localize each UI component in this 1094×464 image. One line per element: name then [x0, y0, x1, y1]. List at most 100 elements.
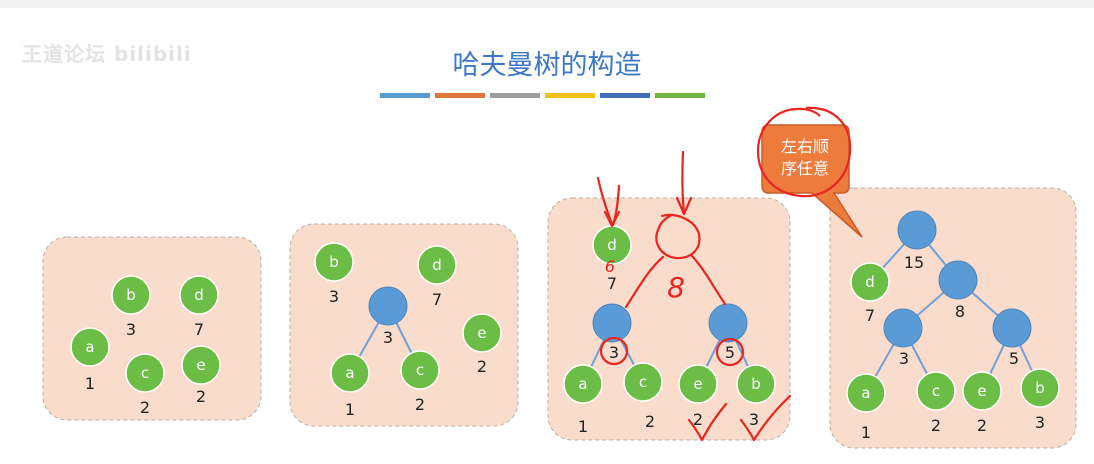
accent-bar — [600, 93, 650, 98]
top-bar — [0, 0, 1094, 8]
leaf-node-e: e 2 — [462, 313, 502, 376]
callout-text-line-1: 左右顺 — [781, 137, 829, 156]
svg-text:2: 2 — [931, 416, 941, 435]
svg-text:7: 7 — [865, 306, 875, 325]
svg-text:c: c — [932, 382, 940, 400]
svg-text:7: 7 — [432, 290, 442, 309]
callout-text-line-2: 序任意 — [781, 159, 829, 178]
leaf-node-e: e 2 — [962, 371, 1002, 435]
leaf-node-b: b 3 — [1020, 368, 1060, 432]
svg-text:3: 3 — [1035, 413, 1045, 432]
svg-text:3: 3 — [749, 410, 759, 429]
svg-text:5: 5 — [1009, 349, 1019, 368]
circle-mark — [756, 106, 852, 198]
svg-text:5: 5 — [725, 343, 735, 362]
new-edge-right — [690, 254, 727, 306]
arrow-stroke — [681, 150, 686, 215]
svg-text:3: 3 — [126, 320, 136, 339]
svg-text:b: b — [126, 286, 136, 304]
svg-text:d: d — [607, 236, 617, 254]
root-node: 15 — [897, 210, 937, 272]
svg-text:e: e — [693, 375, 702, 393]
svg-text:a: a — [861, 384, 870, 402]
svg-text:d: d — [865, 273, 875, 291]
svg-text:8: 8 — [955, 302, 965, 321]
new-edge-left — [624, 255, 665, 309]
svg-text:c: c — [639, 373, 647, 391]
svg-text:a: a — [85, 338, 94, 356]
arrow-head — [603, 210, 621, 228]
watermark: 王道论坛 bilibili — [22, 42, 192, 66]
leaf-node-b: b 3 — [111, 275, 151, 339]
internal-node-right: 5 — [708, 303, 748, 362]
svg-text:e: e — [196, 356, 205, 374]
svg-text:7: 7 — [607, 274, 617, 293]
accent-bar — [490, 93, 540, 98]
svg-text:2: 2 — [140, 398, 150, 417]
new-node-circle — [655, 213, 701, 260]
accent-bar — [435, 93, 485, 98]
circle-mark — [715, 337, 745, 367]
panel-2: b 3 d 7 e 2 3 a 1 c 2 — [289, 223, 519, 427]
svg-text:7: 7 — [194, 320, 204, 339]
svg-text:3: 3 — [899, 349, 909, 368]
svg-text:b: b — [329, 253, 339, 271]
leaf-node-e: e 2 — [181, 345, 221, 406]
slide-title: 哈夫曼树的构造 — [452, 50, 642, 81]
leaf-node-d: d 7 — [417, 245, 457, 309]
leaf-node-b: b 3 — [314, 242, 354, 306]
svg-text:3: 3 — [609, 343, 619, 362]
handwritten-weight: 6 — [605, 257, 615, 276]
accent-bar — [380, 93, 430, 98]
handwriting-annotations — [596, 150, 792, 442]
svg-text:3: 3 — [383, 328, 393, 347]
svg-text:d: d — [432, 256, 442, 274]
leaf-node-b: b 3 — [736, 364, 776, 429]
svg-text:2: 2 — [415, 395, 425, 414]
check-mark — [739, 394, 792, 442]
svg-text:2: 2 — [196, 387, 206, 406]
svg-text:1: 1 — [861, 423, 871, 442]
leaf-node-a: a 1 — [846, 373, 886, 442]
svg-text:b: b — [1035, 379, 1045, 397]
svg-text:d: d — [194, 286, 204, 304]
panel-4-box — [829, 187, 1077, 449]
callout-order-arbitrary: 左右顺 序任意 — [756, 106, 863, 238]
leaf-node-c: c 2 — [125, 353, 165, 417]
svg-text:e: e — [477, 324, 486, 342]
panel-1: b 3 d 7 a 1 c 2 e 2 — [42, 236, 262, 421]
leaf-node-d: d 7 — [592, 225, 632, 293]
leaf-node-c: c 2 — [916, 371, 956, 435]
leaf-node-e: e 2 — [678, 364, 718, 429]
svg-text:2: 2 — [977, 416, 987, 435]
accent-bars — [380, 93, 705, 98]
svg-text:3: 3 — [329, 287, 339, 306]
internal-node-3: 3 — [883, 308, 923, 368]
svg-text:e: e — [977, 382, 986, 400]
leaf-node-a: a 1 — [563, 364, 603, 436]
leaf-node-c: c 2 — [400, 350, 440, 414]
accent-bar — [655, 93, 705, 98]
arrow-head — [675, 196, 693, 216]
leaf-node-a: a 1 — [330, 353, 370, 419]
leaf-node-d: d 7 — [850, 262, 890, 325]
internal-node-5: 5 — [992, 308, 1032, 368]
check-mark — [687, 402, 728, 442]
leaf-node-d: d 7 — [179, 275, 219, 339]
circle-mark — [599, 336, 629, 366]
svg-text:1: 1 — [345, 400, 355, 419]
svg-text:2: 2 — [645, 412, 655, 431]
leaf-node-a: a 1 — [70, 327, 110, 393]
internal-node: 3 — [368, 286, 408, 347]
arrow-stroke — [596, 176, 614, 226]
svg-text:c: c — [141, 364, 149, 382]
svg-text:b: b — [751, 375, 761, 393]
svg-text:c: c — [416, 361, 424, 379]
svg-text:15: 15 — [904, 253, 924, 272]
accent-bar — [545, 93, 595, 98]
panel-4: 15 8 d 7 3 5 a 1 c 2 — [829, 187, 1077, 449]
internal-node-left: 3 — [592, 303, 632, 362]
svg-text:1: 1 — [578, 417, 588, 436]
panel-3: d 7 3 5 a 1 c 2 e 2 b 3 — [547, 150, 792, 442]
